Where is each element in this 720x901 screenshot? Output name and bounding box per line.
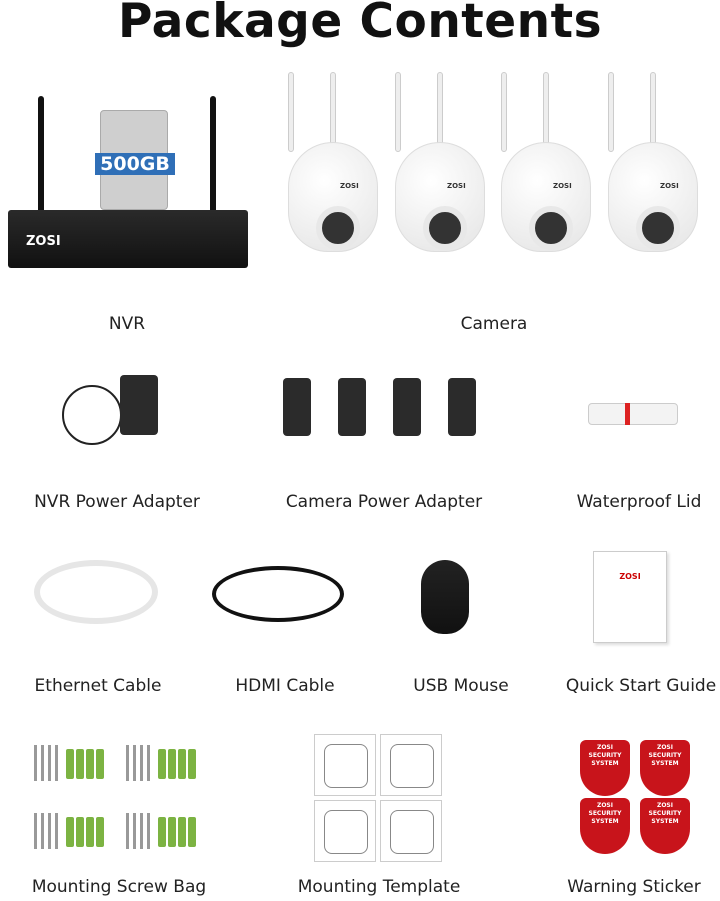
wall-anchor xyxy=(178,817,186,847)
mounting-template-image xyxy=(380,800,442,862)
camera-image: ZOSI xyxy=(278,72,378,252)
screw xyxy=(126,745,129,781)
label-quick-start-guide: Quick Start Guide xyxy=(565,676,717,696)
label-nvr: NVR xyxy=(108,314,146,334)
camera-image: ZOSI xyxy=(598,72,698,252)
camera-image: ZOSI xyxy=(491,72,591,252)
ethernet-cable-image xyxy=(34,560,158,624)
wall-anchor xyxy=(96,749,104,779)
wall-anchor xyxy=(66,749,74,779)
wall-anchor xyxy=(76,817,84,847)
antenna xyxy=(210,96,216,214)
label-mounting-template: Mounting Template xyxy=(297,877,461,897)
label-nvr-power-adapter: NVR Power Adapter xyxy=(34,492,200,512)
label-camera-power-adapter: Camera Power Adapter xyxy=(285,492,483,512)
brand-logo: ZOSI xyxy=(26,234,61,249)
cable-image xyxy=(62,385,122,445)
mounting-screw-bag-image xyxy=(34,745,214,855)
label-hdmi-cable: HDMI Cable xyxy=(235,676,335,696)
mounting-template-image xyxy=(314,734,376,796)
screw xyxy=(55,745,58,781)
wall-anchor xyxy=(86,817,94,847)
screw xyxy=(34,745,37,781)
label-warning-sticker: Warning Sticker xyxy=(567,877,701,897)
mounting-template-image xyxy=(314,800,376,862)
camera-power-adapter-image xyxy=(448,378,476,436)
mounting-template-image xyxy=(380,734,442,796)
screw xyxy=(126,813,129,849)
antenna xyxy=(38,96,44,214)
wall-anchor xyxy=(86,749,94,779)
screw xyxy=(34,813,37,849)
wall-anchor xyxy=(76,749,84,779)
wall-anchor xyxy=(178,749,186,779)
wall-anchor xyxy=(158,749,166,779)
camera-power-adapter-image xyxy=(283,378,311,436)
waterproof-lid-image xyxy=(588,403,678,425)
nvr-image: ZOSI xyxy=(8,210,248,268)
label-mounting-screw-bag: Mounting Screw Bag xyxy=(31,877,207,897)
camera-image: ZOSI xyxy=(385,72,485,252)
wall-anchor xyxy=(168,817,176,847)
screw xyxy=(133,813,136,849)
label-ethernet-cable: Ethernet Cable xyxy=(34,676,162,696)
hdmi-cable-image xyxy=(212,566,344,622)
label-camera: Camera xyxy=(460,314,528,334)
hdd-capacity: 500GB xyxy=(95,153,175,175)
screw xyxy=(147,813,150,849)
hard-drive-image: 500GB xyxy=(95,110,175,210)
screw xyxy=(140,813,143,849)
wall-anchor xyxy=(96,817,104,847)
camera-power-adapter-image xyxy=(393,378,421,436)
wall-anchor xyxy=(168,749,176,779)
quick-start-guide-image: ZOSI xyxy=(593,551,667,643)
wall-anchor xyxy=(188,749,196,779)
nvr-power-adapter-image xyxy=(120,375,158,435)
camera-power-adapter-image xyxy=(338,378,366,436)
screw xyxy=(48,813,51,849)
usb-mouse-image xyxy=(421,560,469,634)
screw xyxy=(41,813,44,849)
label-waterproof-lid: Waterproof Lid xyxy=(576,492,702,512)
wall-anchor xyxy=(158,817,166,847)
screw xyxy=(133,745,136,781)
screw xyxy=(48,745,51,781)
screw xyxy=(55,813,58,849)
wall-anchor xyxy=(188,817,196,847)
label-usb-mouse: USB Mouse xyxy=(413,676,509,696)
page-title: Package Contents xyxy=(117,0,603,49)
wall-anchor xyxy=(66,817,74,847)
screw xyxy=(41,745,44,781)
screw xyxy=(147,745,150,781)
screw xyxy=(140,745,143,781)
